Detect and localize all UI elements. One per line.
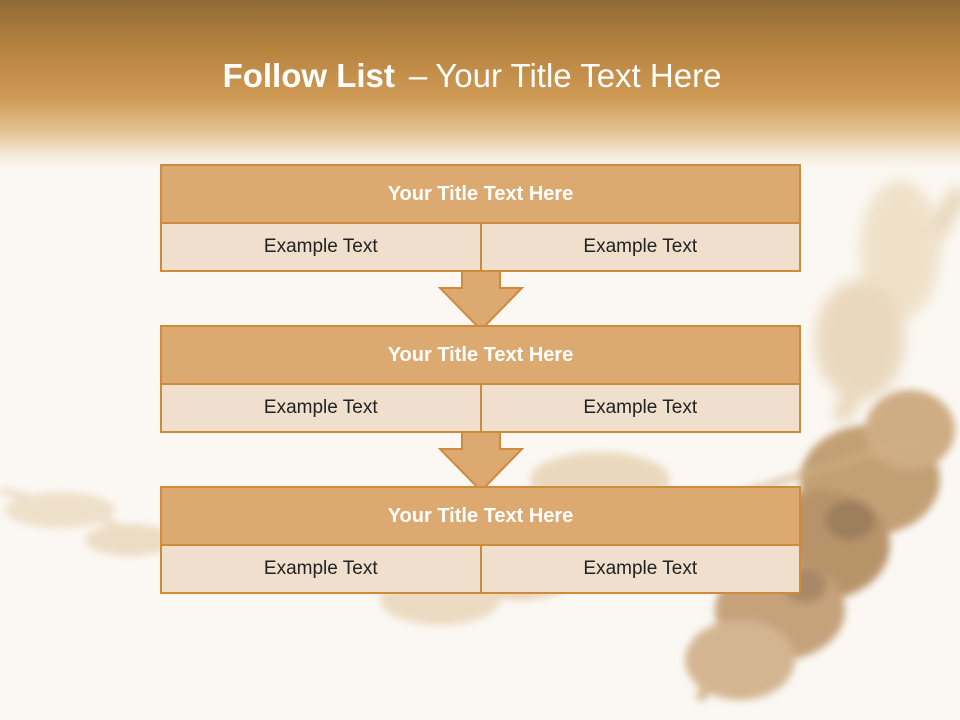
- step-box-1: Your Title Text Here Example Text Exampl…: [160, 164, 801, 272]
- step-title: Your Title Text Here: [162, 166, 799, 224]
- slide-title: Follow List–Your Title Text Here: [0, 56, 944, 96]
- step-cell-right: Example Text: [479, 385, 799, 431]
- step-cell-right: Example Text: [479, 546, 799, 592]
- step-title: Your Title Text Here: [162, 488, 799, 546]
- step-row: Example Text Example Text: [162, 385, 799, 431]
- slide-title-rest: Your Title Text Here: [435, 57, 722, 94]
- slide-title-bold: Follow List: [222, 57, 395, 94]
- step-cell-left: Example Text: [162, 385, 480, 431]
- down-arrow-icon: [438, 431, 524, 493]
- step-row: Example Text Example Text: [162, 224, 799, 270]
- slide-title-separator: –: [408, 57, 428, 94]
- step-title: Your Title Text Here: [162, 327, 799, 385]
- step-box-3: Your Title Text Here Example Text Exampl…: [160, 486, 801, 594]
- step-row: Example Text Example Text: [162, 546, 799, 592]
- step-box-2: Your Title Text Here Example Text Exampl…: [160, 325, 801, 433]
- step-cell-right: Example Text: [479, 224, 799, 270]
- header-band: [0, 0, 960, 170]
- step-cell-left: Example Text: [162, 224, 480, 270]
- down-arrow-icon: [438, 270, 524, 332]
- step-cell-left: Example Text: [162, 546, 480, 592]
